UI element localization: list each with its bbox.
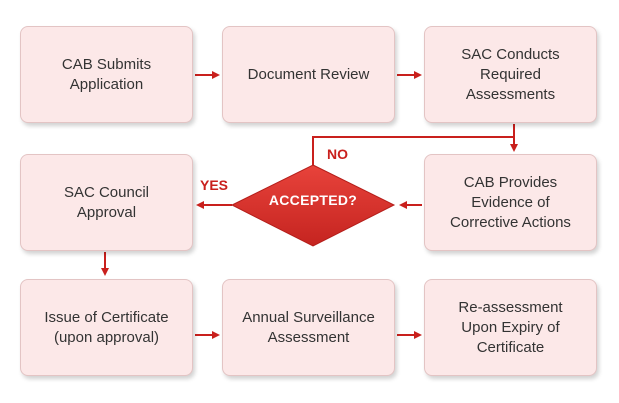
step-cab-submits: CAB Submits Application (20, 26, 193, 123)
step-sac-council-approval-label: SAC Council Approval (63, 183, 150, 221)
step-reassessment: Re-assessment Upon Expiry of Certificate (424, 279, 597, 376)
step-annual-surveillance: Annual Surveillance Assessment (222, 279, 395, 376)
step-issue-certificate: Issue of Certificate (upon approval) (20, 279, 193, 376)
step-issue-certificate-label: Issue of Certificate (upon approval) (44, 308, 169, 346)
decision-label: ACCEPTED? (268, 192, 358, 208)
yes-label: YES (200, 177, 229, 193)
decision-diamond (230, 164, 396, 247)
no-label: NO (327, 146, 348, 162)
arrow-no-path (312, 136, 514, 165)
step-sac-assessments-label: SAC Conducts Required Assessments (461, 45, 560, 103)
step-sac-council-approval: SAC Council Approval (20, 154, 193, 251)
step-annual-surveillance-label: Annual Surveillance Assessment (242, 308, 375, 346)
step-cab-submits-label: CAB Submits Application (61, 55, 152, 93)
step-cab-corrective-actions-label: CAB Provides Evidence of Corrective Acti… (450, 173, 571, 231)
step-reassessment-label: Re-assessment Upon Expiry of Certificate (458, 298, 563, 356)
step-sac-assessments: SAC Conducts Required Assessments (424, 26, 597, 123)
step-document-review-label: Document Review (247, 65, 370, 83)
step-cab-corrective-actions: CAB Provides Evidence of Corrective Acti… (424, 154, 597, 251)
step-document-review: Document Review (222, 26, 395, 123)
